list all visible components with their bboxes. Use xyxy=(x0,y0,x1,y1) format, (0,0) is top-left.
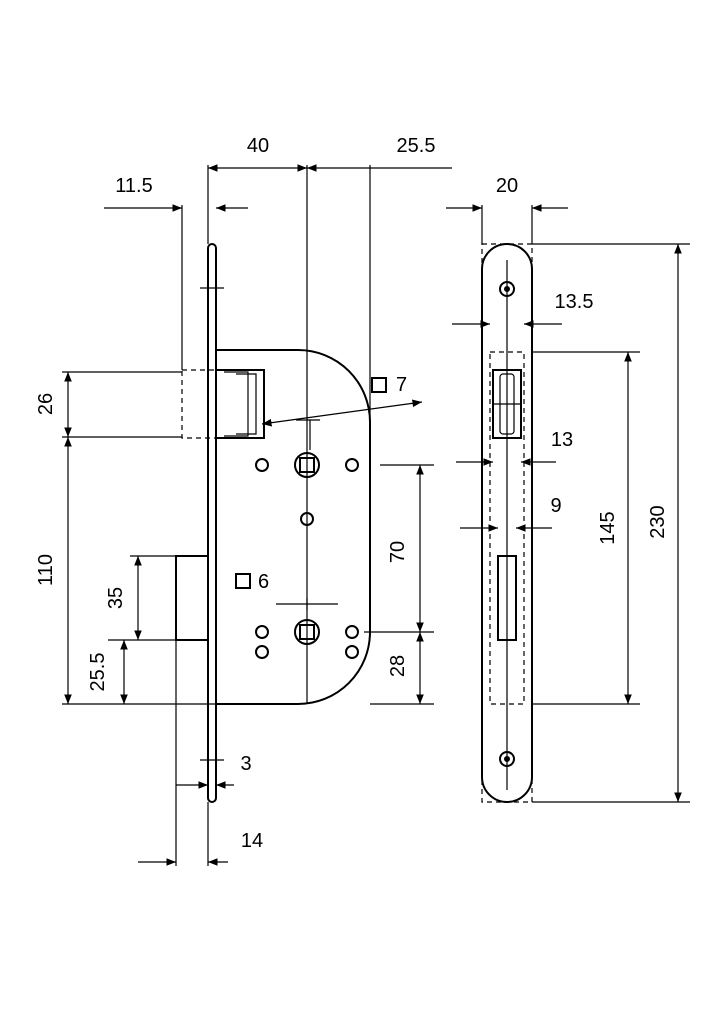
label-145: 145 xyxy=(597,511,619,544)
label-230: 230 xyxy=(647,505,669,538)
latch-bolt xyxy=(181,369,265,439)
front-dimensions xyxy=(446,204,690,803)
faceplate-strip xyxy=(207,243,217,803)
label-13-5: 13.5 xyxy=(555,291,594,313)
label-25-5-left: 25.5 xyxy=(87,653,109,692)
dead-bolt xyxy=(175,555,209,641)
lock-side-view xyxy=(175,165,423,803)
label-40: 40 xyxy=(247,135,269,157)
dimension-labels: 40 25.5 11.5 20 13.5 13 9 145 230 26 110… xyxy=(35,135,669,852)
square-marker-7 xyxy=(371,377,387,393)
label-square-6: 6 xyxy=(258,571,269,593)
label-110: 110 xyxy=(35,554,57,586)
label-28: 28 xyxy=(387,655,409,677)
label-3: 3 xyxy=(240,753,251,775)
label-11-5: 11.5 xyxy=(115,175,152,197)
label-13: 13 xyxy=(551,429,573,451)
side-dimensions xyxy=(62,164,452,866)
label-20: 20 xyxy=(496,175,518,197)
label-14: 14 xyxy=(241,830,263,852)
square-marker-6 xyxy=(235,573,251,589)
label-square-7: 7 xyxy=(396,374,407,396)
lock-case xyxy=(216,349,371,705)
label-35: 35 xyxy=(105,587,127,609)
label-70: 70 xyxy=(387,541,409,563)
label-26: 26 xyxy=(35,393,57,415)
label-25-5-top: 25.5 xyxy=(397,135,436,157)
faceplate-front-view xyxy=(481,243,533,803)
label-9: 9 xyxy=(550,495,561,517)
